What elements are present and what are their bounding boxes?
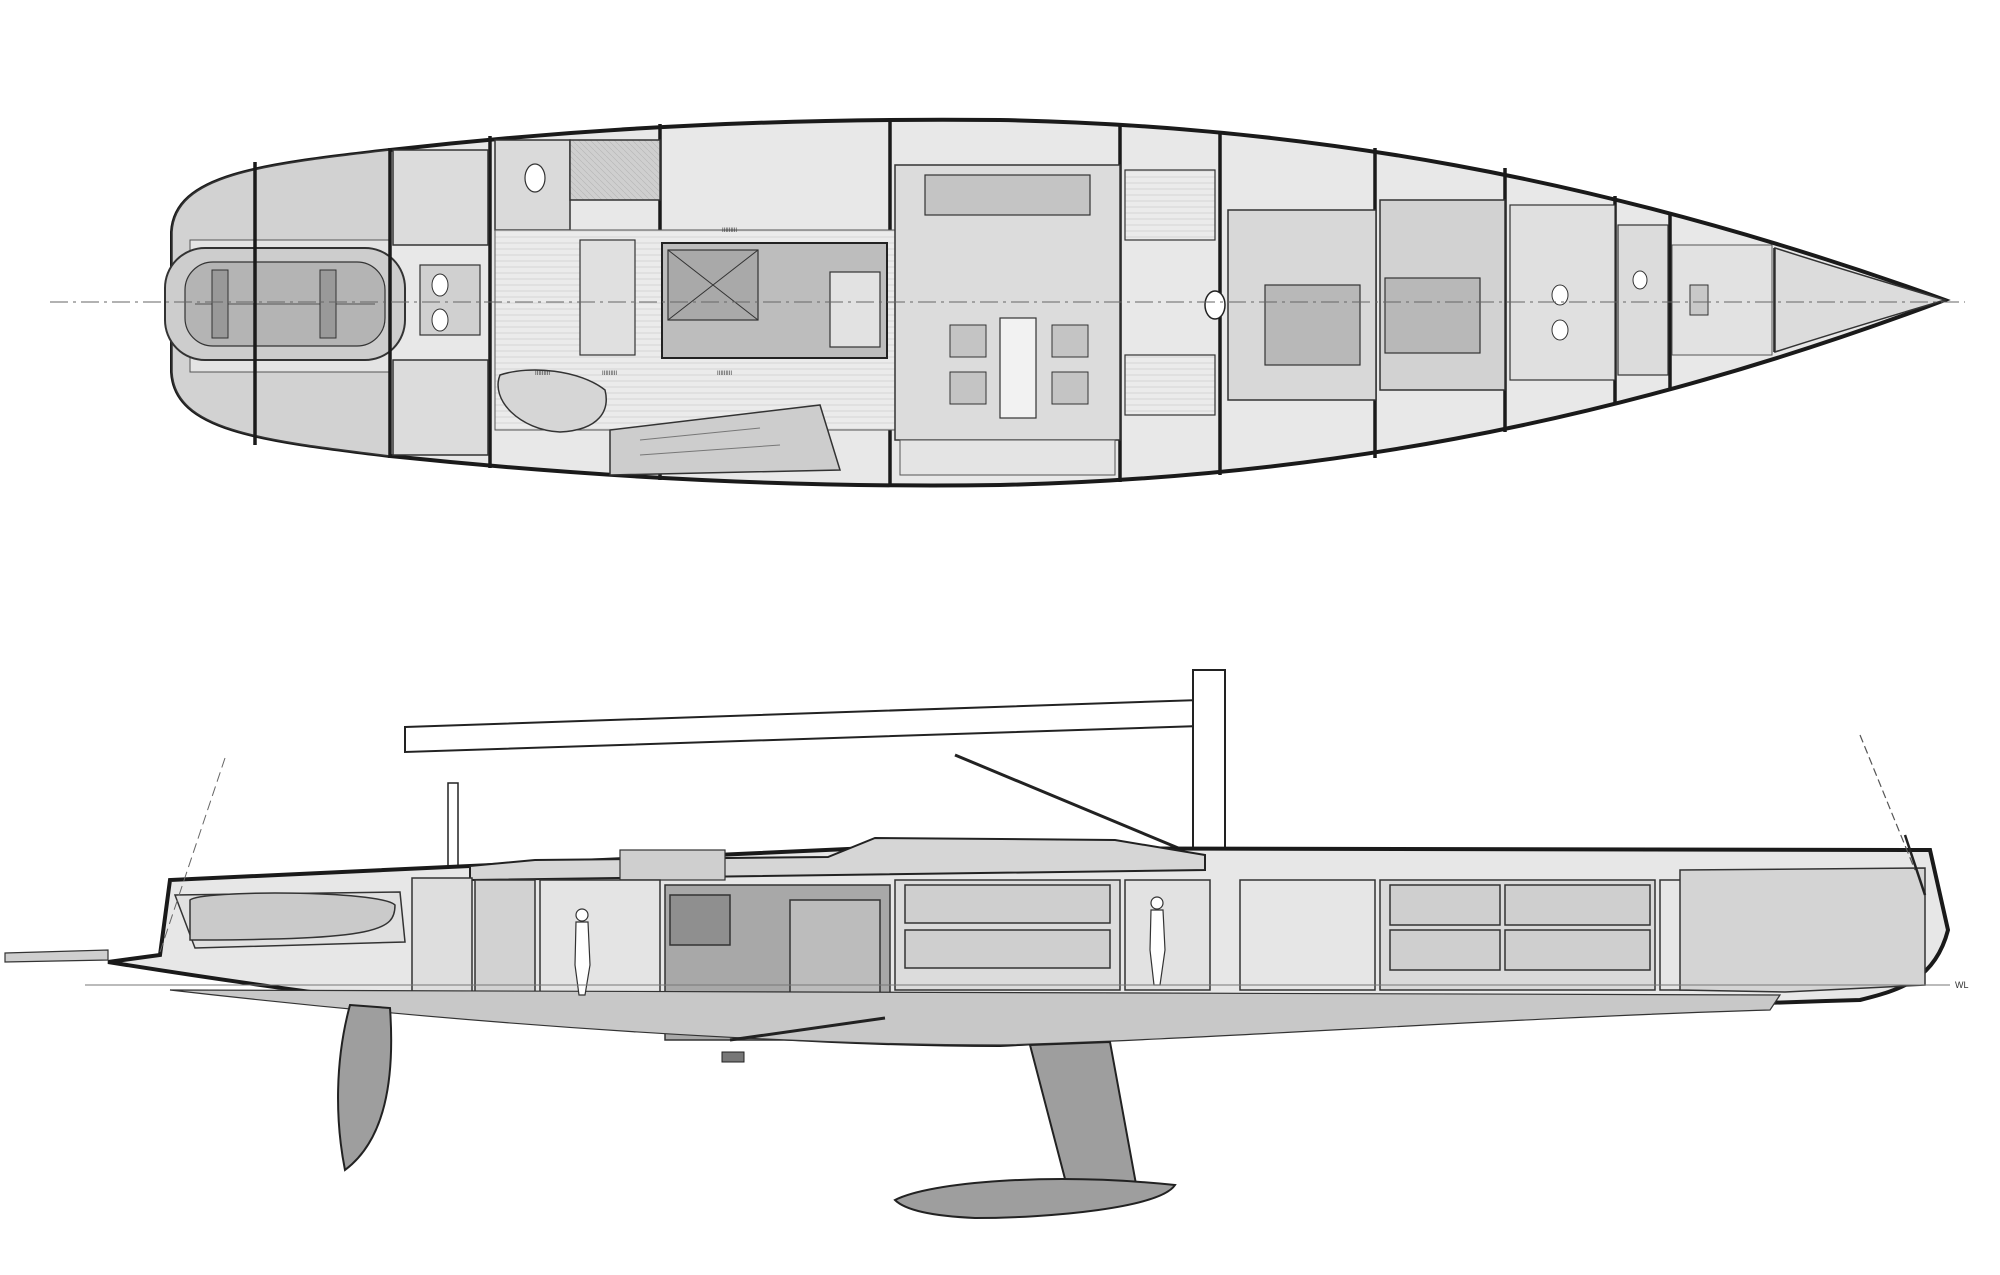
engine-room-plan: [661, 242, 888, 359]
galley-label-1: IIIIIIIII: [535, 371, 550, 377]
keel-fin: [1028, 1040, 1140, 1200]
forward-cabins-plan: [1124, 169, 1773, 416]
bow-zone: [1774, 246, 1948, 354]
tender-profile: [173, 891, 406, 949]
stern-post: [447, 782, 459, 879]
human-figure-aft: [574, 908, 591, 996]
aft-cabin-starboard: [392, 359, 489, 456]
crew-heads: [431, 139, 661, 332]
galley-label-4: IIIIIIIII: [722, 228, 737, 234]
profile-view: WL: [4, 669, 1969, 1220]
boom: [404, 698, 1201, 754]
galley-counters: IIIIIIIII IIIIIIIII IIIIIIIII IIIIIIIII: [497, 228, 842, 476]
tender-garage: [164, 247, 406, 361]
keel-bulb: [893, 1178, 1177, 1220]
bilge-band: [169, 989, 1782, 1046]
galley-label-2: IIIIIIIII: [602, 371, 617, 377]
backstay: [159, 757, 226, 953]
forestay: [1859, 734, 1916, 871]
deck-plan: IIIIIIIII IIIIIIIII IIIIIIIII IIIIIIIII: [50, 117, 1965, 488]
aft-cabin-port: [392, 149, 489, 246]
prop-shaft: [729, 1016, 886, 1042]
transom-platform: [4, 949, 109, 963]
human-figure-forward: [1149, 896, 1166, 986]
boom-vang: [954, 753, 1196, 857]
saloon-plan: [894, 164, 1121, 476]
rudder: [337, 1003, 393, 1172]
galley-label-3: IIIIIIIII: [717, 371, 732, 377]
waterline-label: WL: [1955, 980, 1969, 990]
profile-compartments: [411, 867, 1926, 1041]
